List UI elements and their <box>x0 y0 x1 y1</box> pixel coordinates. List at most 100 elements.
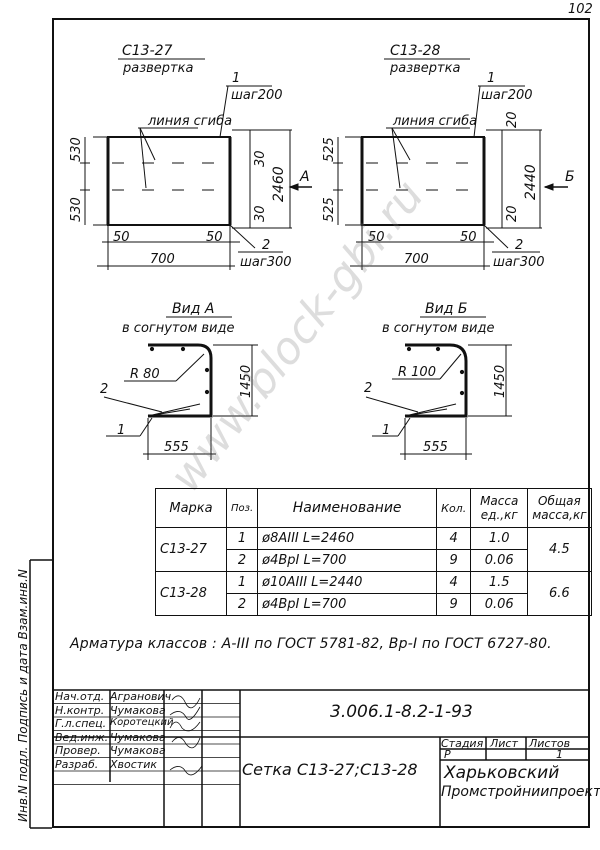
row-unit-mass: 0.06 <box>470 549 529 572</box>
left-dim-30a: 30 <box>253 150 268 167</box>
row-total: 6.6 <box>527 571 592 616</box>
sheets-value: 1 <box>556 748 563 761</box>
view-b-title: Вид Б <box>425 301 467 317</box>
row-pos: 2 <box>225 549 259 572</box>
left-developed-view: C13-27 развертка 530 530 30 30 2460 А ли… <box>69 43 312 270</box>
view-b-n2: 2 <box>364 381 372 396</box>
row-pos: 2 <box>225 593 259 616</box>
right-dim-20b: 20 <box>505 205 520 222</box>
table-row: 2 ø4ВрI L=700 9 0.06 <box>156 593 592 616</box>
signer-name: Чумакова <box>110 703 166 717</box>
row-total: 4.5 <box>527 527 592 572</box>
right-callout1-step: шаг200 <box>481 88 533 103</box>
title-block: Нач.отд. Агранович Н.контр. Чумакова Г.л.с… <box>52 690 600 828</box>
signer-role: Провер. <box>55 744 101 757</box>
row-qty: 4 <box>436 571 472 594</box>
left-dim-total: 2460 <box>271 166 287 202</box>
signer-name: Хвостик <box>110 757 157 771</box>
signer-row: Г.л.спец.Коротецкий <box>52 717 174 731</box>
signer-role: Разраб. <box>55 757 99 771</box>
left-callout2-step: шаг300 <box>240 255 292 270</box>
left-callout1-step: шаг200 <box>231 88 283 103</box>
view-a-title: Вид А <box>172 301 214 317</box>
view-a-n2: 2 <box>100 382 108 397</box>
right-dim-total: 2440 <box>523 164 539 200</box>
right-callout1-num: 1 <box>487 71 495 86</box>
right-bend-label: линия сгиба <box>392 114 477 129</box>
right-developed-view: C13-28 развертка 525 525 20 20 2440 Б ли… <box>322 43 575 270</box>
col-unit-mass: Масса ед.,кг <box>470 488 529 528</box>
left-subtitle: развертка <box>122 61 193 76</box>
row-mark: C13-27 <box>155 527 227 572</box>
row-unit-mass: 0.06 <box>470 593 529 616</box>
stage-label: Стадия <box>441 737 484 750</box>
sheet-label: Лист <box>490 737 518 750</box>
col-total-mass: Общая масса,кг <box>527 488 592 528</box>
row-name: ø8АIII L=2460 <box>257 527 438 550</box>
col-mark: Марка <box>155 488 227 528</box>
col-name: Наименование <box>257 488 438 528</box>
signer-name: Чумакова <box>110 744 166 757</box>
view-b: Вид Б в согнутом виде 1450 R 100 2 1 555 <box>364 301 512 460</box>
drawing-frame <box>52 18 590 828</box>
signer-row: Разраб. Хвостик <box>52 758 164 772</box>
signer-name: Коротецкий <box>110 717 174 728</box>
view-b-height: 1450 <box>493 365 508 398</box>
signer-role: Н.контр. <box>55 703 105 717</box>
sheet-number: 102 <box>568 2 593 17</box>
signer-name: Агранович <box>110 690 172 703</box>
signer-row: Н.контр. Чумакова <box>52 703 166 718</box>
view-b-width: 555 <box>423 440 448 455</box>
left-mark: C13-27 <box>122 43 173 59</box>
row-unit-mass: 1.5 <box>470 571 529 594</box>
title-block-lines <box>29 559 590 829</box>
table-row: C13-27 1 ø8АIII L=2460 4 1.0 4.5 <box>155 527 592 572</box>
row-qty: 9 <box>436 593 472 616</box>
specification-table: Марка Поз. Наименование Кол. Масса ед.,к… <box>155 488 592 616</box>
left-callout1-num: 1 <box>232 71 240 86</box>
table-row: C13-28 1 ø10АIII L=2440 4 1.5 6.6 <box>155 571 592 616</box>
signer-role: Г.л.спец. <box>55 717 107 730</box>
row-qty: 4 <box>436 527 472 550</box>
right-dim-50r: 50 <box>460 230 477 245</box>
right-dim-bottom: 525 <box>322 197 337 222</box>
org-line-2: Промстройниипроект <box>441 784 600 800</box>
view-a: Вид А в согнутом виде 1450 R 80 2 1 555 <box>100 301 258 460</box>
spec-header-row: Марка Поз. Наименование Кол. Масса ед.,к… <box>155 488 592 528</box>
table-row: 2 ø4ВрI L=700 9 0.06 <box>156 549 592 572</box>
left-dim-width: 700 <box>150 252 175 267</box>
signer-row: Нач.отд. Агранович <box>52 690 172 704</box>
row-pos: 1 <box>225 571 259 594</box>
row-unit-mass: 1.0 <box>470 527 529 550</box>
row-name: ø10АIII L=2440 <box>257 571 438 594</box>
col-pos: Поз. <box>225 488 259 528</box>
left-dim-top: 530 <box>69 137 84 162</box>
arrow-a-label: А <box>299 169 310 185</box>
signer-name: Чумакова <box>110 730 166 744</box>
reinforcement-note: Арматура классов : А-III по ГОСТ 5781-82… <box>70 636 552 652</box>
view-a-radius: R 80 <box>130 367 160 382</box>
right-dim-width: 700 <box>404 252 429 267</box>
view-b-radius: R 100 <box>398 365 436 380</box>
view-a-subtitle: в согнутом виде <box>122 321 234 336</box>
signer-role: Вед.инж. <box>55 730 109 744</box>
view-a-n1: 1 <box>117 423 125 438</box>
signer-row: Провер. Чумакова <box>52 744 166 758</box>
row-mark: C13-28 <box>155 571 227 616</box>
row-name: ø4ВрI L=700 <box>257 593 438 616</box>
row-pos: 1 <box>225 527 259 550</box>
left-dim-50r: 50 <box>206 230 223 245</box>
view-b-subtitle: в согнутом виде <box>382 321 494 336</box>
right-subtitle: развертка <box>389 61 460 76</box>
right-callout2-num: 2 <box>515 238 523 253</box>
right-mark: C13-28 <box>390 43 441 59</box>
left-bend-label: линия сгиба <box>147 114 232 129</box>
view-a-height: 1450 <box>239 365 254 398</box>
signer-role: Нач.отд. <box>55 690 105 703</box>
right-dim-20a: 20 <box>505 111 520 128</box>
arrow-b-label: Б <box>565 169 575 185</box>
col-qty: Кол. <box>436 488 472 528</box>
left-dim-50l: 50 <box>113 230 130 245</box>
sidebar-text: Инв.N подл. Подпись и дата Взам.инв.N <box>16 569 30 822</box>
